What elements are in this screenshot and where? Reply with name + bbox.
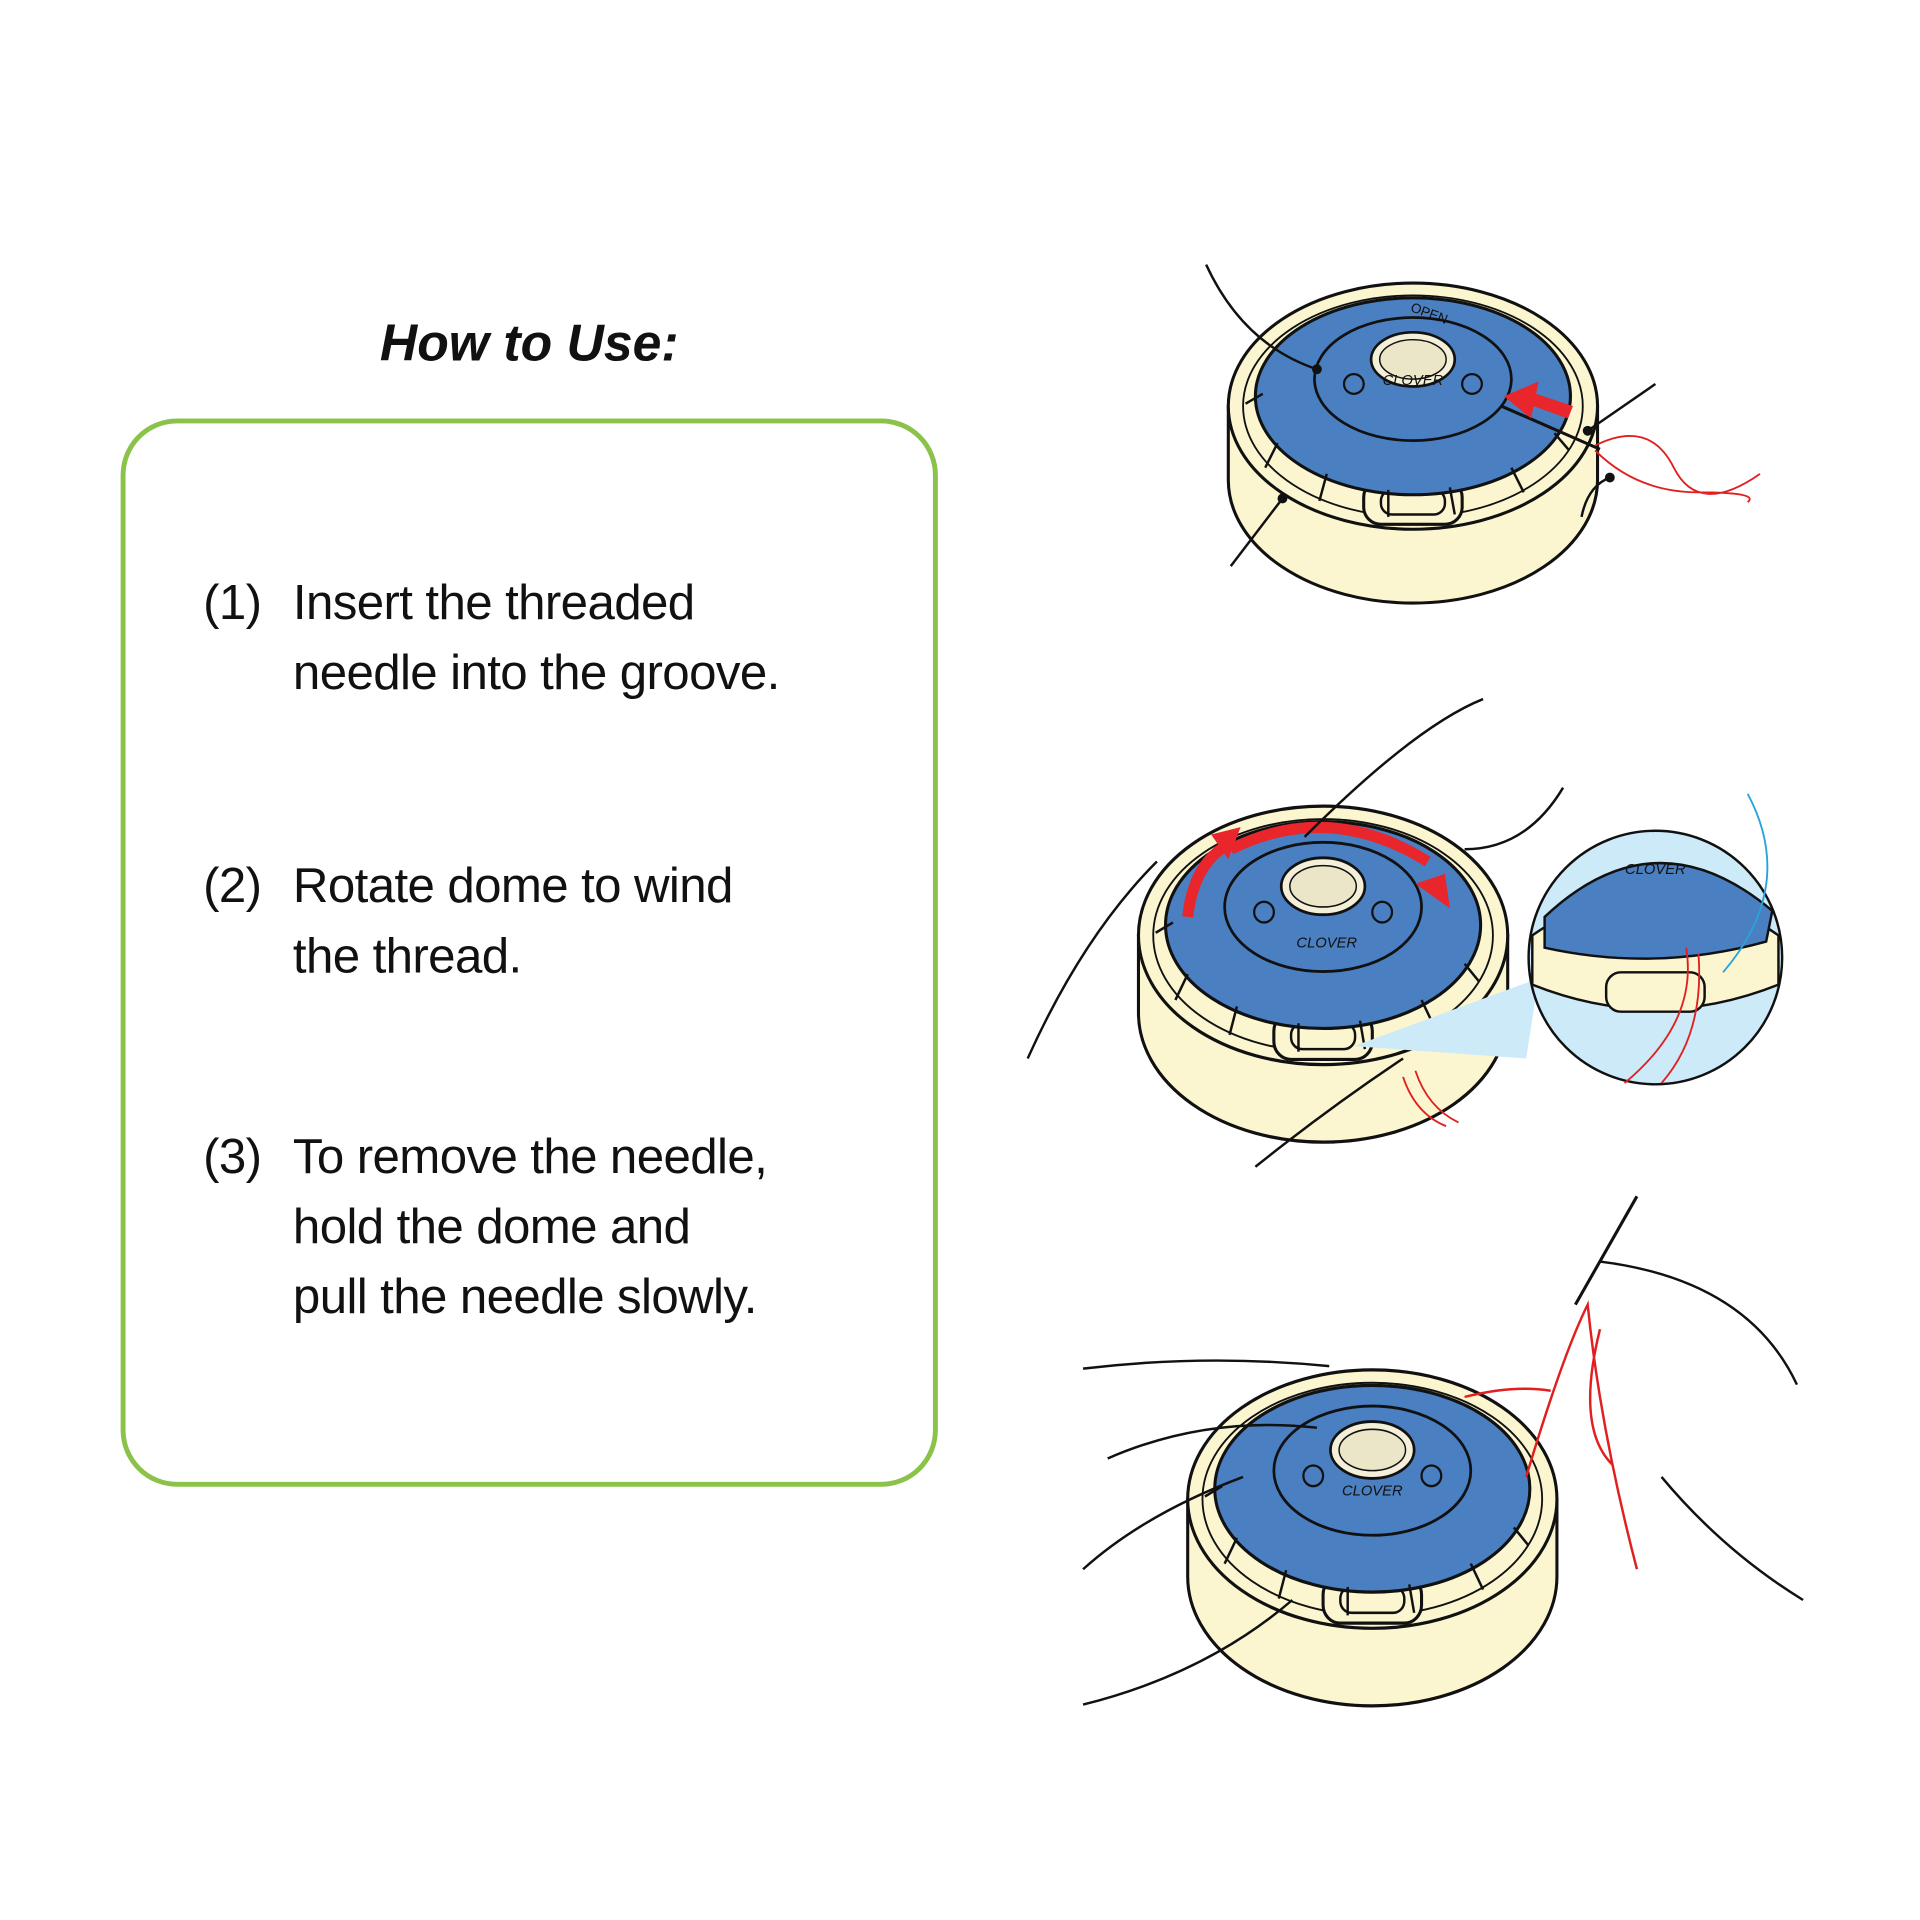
step-text-line: hold the dome and bbox=[292, 1200, 691, 1255]
spool-illustration-2: CLOVER CLOVER bbox=[1026, 697, 1784, 1168]
step-number: (3) bbox=[203, 1129, 262, 1185]
step-text-line: Insert the threaded bbox=[292, 576, 695, 631]
brand-logo: CLOVER bbox=[1625, 862, 1686, 878]
step-number: (1) bbox=[203, 576, 262, 631]
insert-arrow-icon bbox=[1504, 381, 1573, 419]
instructions-frame bbox=[120, 418, 938, 1487]
spool-illustration-1: CLOVER OPEN bbox=[1205, 264, 1761, 605]
brand-logo: CLOVER bbox=[1342, 1483, 1403, 1499]
step-text-line: needle into the groove. bbox=[292, 646, 780, 701]
step-text-line: To remove the needle, bbox=[292, 1129, 768, 1185]
step-text-line: pull the needle slowly. bbox=[292, 1270, 757, 1325]
hand-outline bbox=[1026, 697, 1565, 1168]
step-number: (2) bbox=[203, 859, 262, 914]
hand-outline bbox=[1082, 1260, 1804, 1706]
brand-logo: CLOVER bbox=[1296, 936, 1357, 952]
step-text-line: Rotate dome to wind bbox=[292, 859, 733, 914]
brand-logo: CLOVER bbox=[1383, 373, 1444, 389]
spool-illustration-3: CLOVER bbox=[1082, 1195, 1804, 1708]
page-title: How to Use: bbox=[379, 313, 679, 372]
step-text-line: the thread. bbox=[292, 929, 522, 984]
